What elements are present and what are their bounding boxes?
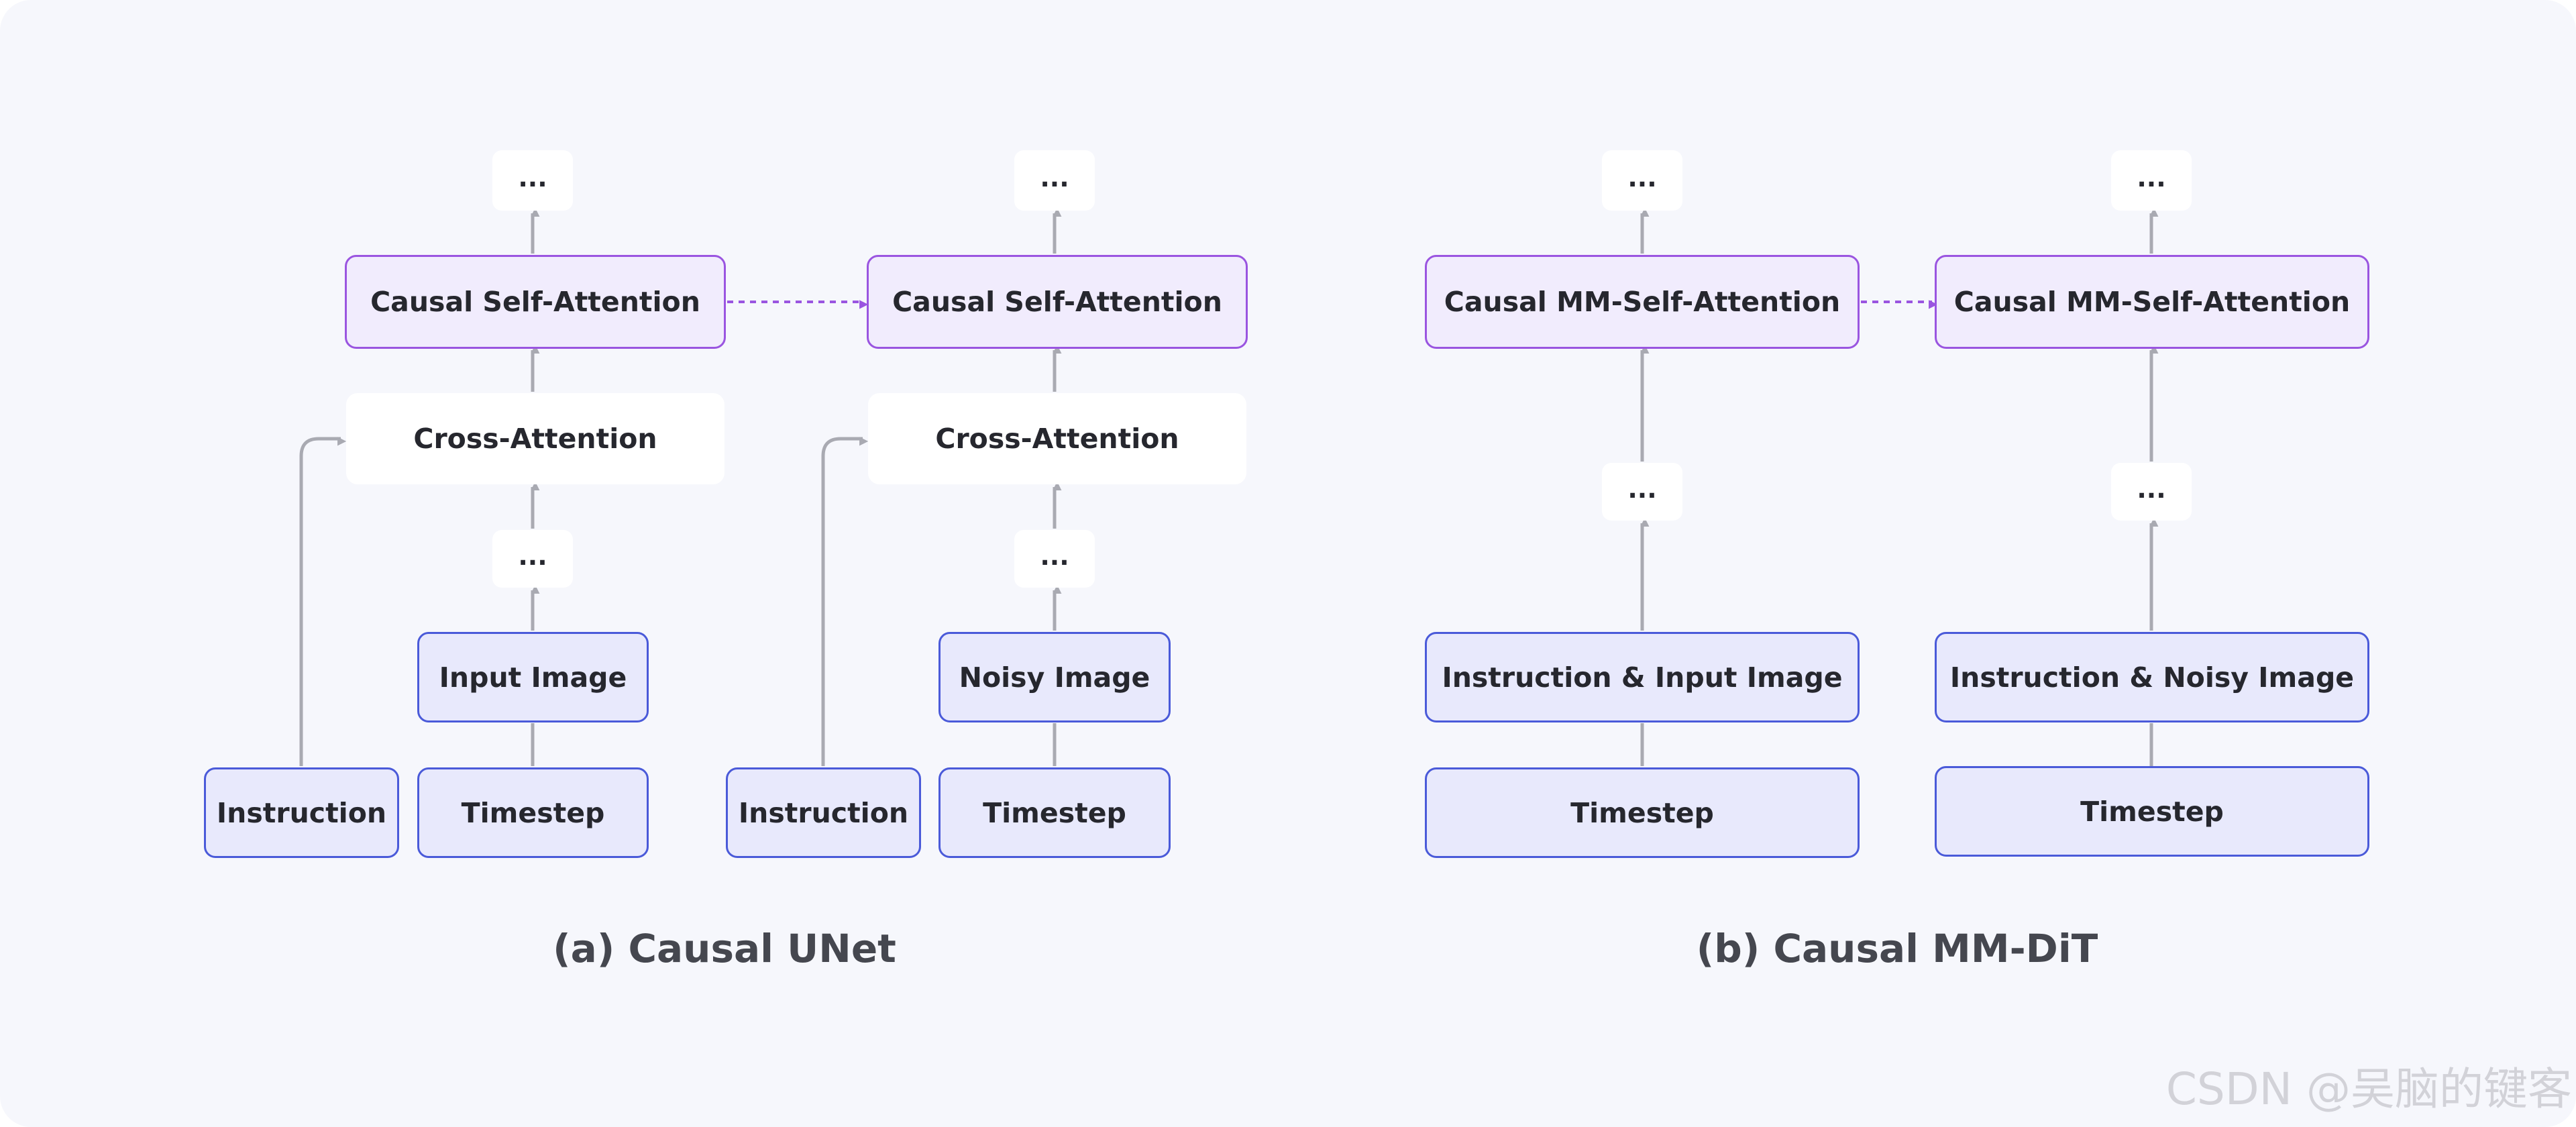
- ellipsis-node-top: ...: [2111, 150, 2192, 211]
- causal-mm-self-attention-node: Causal MM-Self-Attention: [1425, 255, 1860, 349]
- ellipsis-node-mid: ...: [1602, 463, 1682, 521]
- cross-attention-node: Cross-Attention: [346, 393, 724, 484]
- timestep-node: Timestep: [938, 767, 1171, 858]
- ellipsis-node-mid: ...: [1014, 530, 1095, 588]
- timestep-node: Timestep: [1935, 766, 2369, 857]
- panel-b-caption: (b) Causal MM-DiT: [1696, 926, 2098, 971]
- panel-a-left-edges: [299, 207, 540, 766]
- noisy-image-node: Noisy Image: [938, 632, 1171, 722]
- timestep-node: Timestep: [417, 767, 649, 858]
- input-image-node: Input Image: [417, 632, 649, 722]
- ellipsis-node-top: ...: [492, 150, 573, 211]
- causal-self-attention-node: Causal Self-Attention: [345, 255, 726, 349]
- panel-a-caption: (a) Causal UNet: [553, 926, 896, 971]
- causal-self-attention-node: Causal Self-Attention: [867, 255, 1248, 349]
- edge-instruction-to-cross: [821, 437, 869, 766]
- timestep-node: Timestep: [1425, 767, 1860, 858]
- instruction-noisy-image-node: Instruction & Noisy Image: [1935, 632, 2369, 722]
- ellipsis-node-top: ...: [1602, 150, 1682, 211]
- watermark: CSDN @吴脑的键客: [2165, 1063, 2572, 1115]
- edge-instruction-to-cross: [299, 437, 347, 766]
- ellipsis-node-mid: ...: [492, 530, 573, 588]
- instruction-input-image-node: Instruction & Input Image: [1425, 632, 1860, 722]
- causal-mm-self-attention-node: Causal MM-Self-Attention: [1935, 255, 2369, 349]
- cross-attention-node: Cross-Attention: [868, 393, 1246, 484]
- instruction-node: Instruction: [204, 767, 399, 858]
- panel-a-right-edges: [821, 207, 1062, 766]
- ellipsis-node-mid: ...: [2111, 463, 2192, 521]
- instruction-node: Instruction: [726, 767, 921, 858]
- ellipsis-node-top: ...: [1014, 150, 1095, 211]
